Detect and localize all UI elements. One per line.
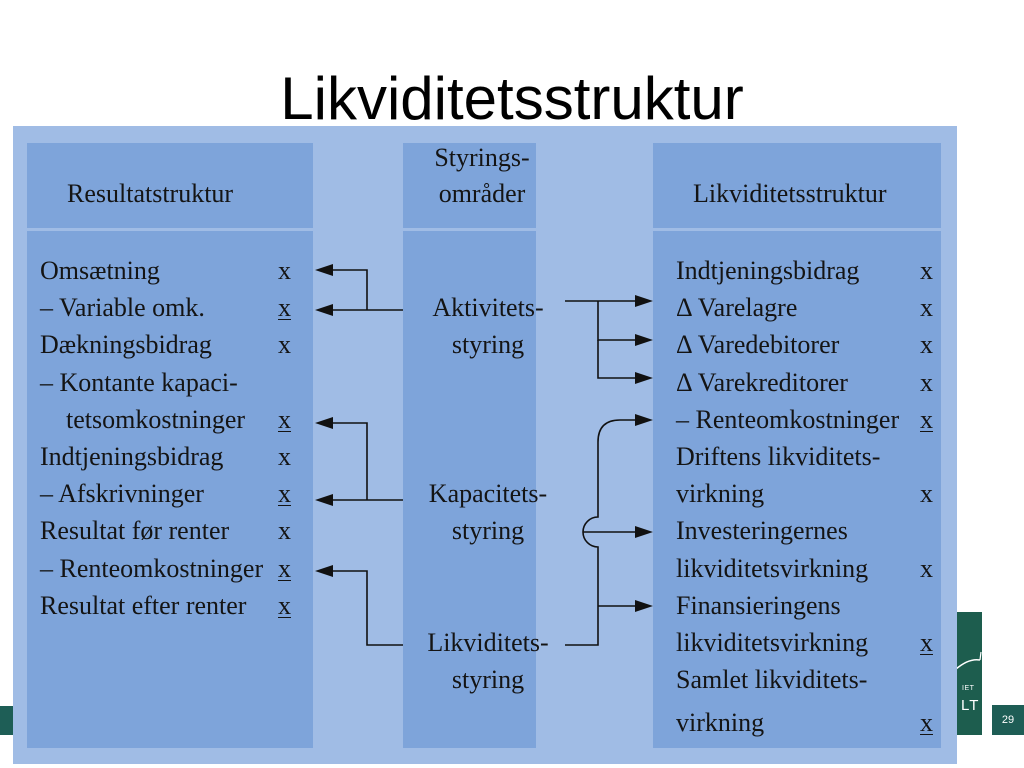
control-area-aktivitet-line1: Aktivitets- [432, 293, 544, 322]
page-number: 29 [1001, 714, 1015, 726]
row-value: x [278, 256, 291, 285]
liquidity-row: Δ Varekreditorer x [676, 364, 956, 401]
liquidity-row: likviditetsvirkning x [676, 550, 956, 587]
row-value: x [278, 293, 291, 322]
result-row: Indtjeningsbidrag x [40, 438, 320, 475]
liquidity-row: virkning x [676, 704, 956, 741]
row-value: x [278, 554, 291, 583]
row-value: x [920, 368, 933, 397]
control-area-likviditet-line1: Likviditets- [427, 628, 549, 657]
row-label: Δ Varedebitorer [676, 330, 840, 359]
row-label: Finansieringens [676, 591, 841, 620]
control-area-kapacitet-line1: Kapacitets- [428, 479, 548, 508]
liquidity-row: virkning x [676, 475, 956, 512]
result-row: – Kontante kapaci- [40, 364, 320, 401]
row-label: Samlet likviditets- [676, 665, 868, 694]
row-label: Dækningsbidrag [40, 330, 212, 359]
row-label: – Variable omk. [40, 293, 205, 322]
row-value: x [920, 330, 933, 359]
row-label: Δ Varelagre [676, 293, 798, 322]
row-value: x [920, 479, 933, 508]
result-header: Resultatstruktur [67, 179, 234, 208]
row-label: – Renteomkostninger [676, 405, 900, 434]
row-label: Omsætning [40, 256, 160, 285]
liquidity-header: Likviditetsstruktur [693, 179, 887, 208]
row-value: x [278, 516, 291, 545]
row-value: x [920, 628, 933, 657]
row-label: virkning [676, 479, 765, 508]
row-label: – Kontante kapaci- [40, 368, 238, 397]
row-label: likviditetsvirkning [676, 554, 869, 583]
logo-text-top: IET [962, 685, 975, 692]
row-value: x [278, 330, 291, 359]
control-body-box [403, 231, 536, 748]
row-value: x [278, 405, 291, 434]
page-number-box: 29 [992, 705, 1024, 735]
row-label: Δ Varekreditorer [676, 368, 848, 397]
row-value: x [278, 479, 291, 508]
row-label: Indtjeningsbidrag [676, 256, 860, 285]
row-value: x [920, 256, 933, 285]
result-row: Omsætning x [40, 252, 320, 289]
row-value: x [920, 405, 933, 434]
row-label: Investeringernes [676, 516, 848, 545]
result-header-box [27, 143, 313, 228]
result-row: – Variable omk. x [40, 289, 320, 326]
control-area-aktivitet-line2: styring [451, 330, 525, 359]
row-value: x [920, 708, 933, 737]
result-row: – Afskrivninger x [40, 475, 320, 512]
liquidity-header-box [653, 143, 941, 228]
logo-wave-icon [955, 651, 982, 670]
liquidity-row: Samlet likviditets- [676, 661, 956, 698]
row-label: – Afskrivninger [40, 479, 204, 508]
slide-title: Likviditetsstruktur [280, 65, 744, 132]
liquidity-body-box [653, 231, 941, 748]
diagram-panel: Resultatstruktur Styrings- områder Likvi… [13, 126, 957, 764]
liquidity-row: Δ Varelagre x [676, 289, 956, 326]
result-row: Resultat efter renter x [40, 587, 320, 624]
liquidity-row: Finansieringens [676, 587, 956, 624]
row-label: Driftens likviditets- [676, 442, 881, 471]
row-value: x [920, 293, 933, 322]
result-body-box [27, 231, 313, 748]
liquidity-row: Δ Varedebitorer x [676, 326, 956, 363]
row-label: likviditetsvirkning [676, 628, 869, 657]
logo-text-bottom: LT [961, 697, 980, 714]
row-label: – Renteomkostninger [40, 554, 264, 583]
control-area-kapacitet-line2: styring [451, 516, 525, 545]
row-value: x [278, 591, 291, 620]
liquidity-row: likviditetsvirkning x [676, 624, 956, 661]
result-row: tetsomkostninger x [40, 401, 320, 438]
liquidity-row: Indtjeningsbidrag x [676, 252, 956, 289]
liquidity-row: – Renteomkostninger x [676, 401, 956, 438]
row-label: tetsomkostninger [66, 405, 246, 434]
result-row: – Renteomkostninger x [40, 550, 320, 587]
row-label: Resultat før renter [40, 516, 230, 545]
row-value: x [920, 554, 933, 583]
row-label: virkning [676, 708, 765, 737]
result-row: Dækningsbidrag x [40, 326, 320, 363]
row-label: Resultat efter renter [40, 591, 247, 620]
control-area-likviditet-line2: styring [451, 665, 525, 694]
row-value: x [278, 442, 291, 471]
control-header-line1: Styrings- [434, 143, 530, 172]
liquidity-row: Driftens likviditets- [676, 438, 956, 475]
control-header-line2: områder [438, 179, 526, 208]
liquidity-row: Investeringernes [676, 512, 956, 549]
row-label: Indtjeningsbidrag [40, 442, 224, 471]
result-row: Resultat før renter x [40, 512, 320, 549]
control-header-box [403, 143, 536, 228]
